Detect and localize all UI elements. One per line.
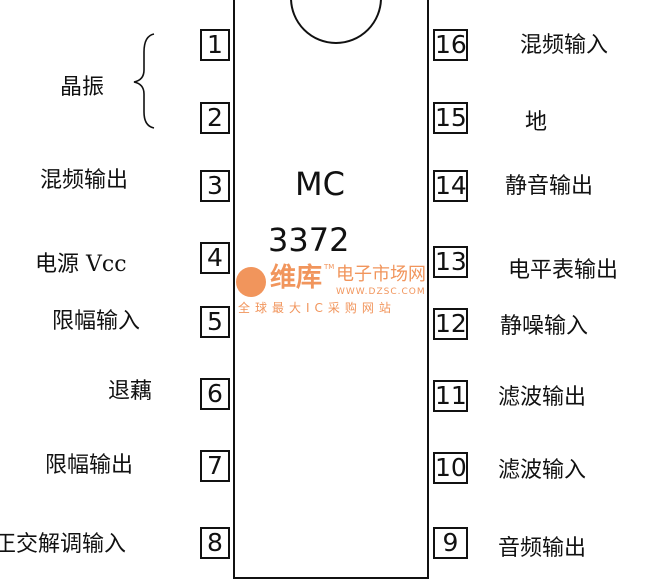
label-pin-7: 限幅输出 bbox=[45, 453, 134, 478]
watermark: 维库 TM 电子市场网 WWW.DZSC.COM 全球最大IC采购网站 bbox=[232, 263, 432, 318]
label-pin-11: 滤波输出 bbox=[498, 385, 587, 410]
pin-16: 16 bbox=[433, 29, 468, 61]
label-pin-16: 混频输入 bbox=[520, 33, 609, 58]
pin-8: 8 bbox=[200, 527, 230, 559]
label-pin-9: 音频输出 bbox=[498, 536, 587, 561]
pin-13: 13 bbox=[433, 246, 468, 278]
pin-9: 9 bbox=[433, 527, 468, 559]
pin-10: 10 bbox=[433, 452, 468, 484]
label-pin-6: 退藕 bbox=[108, 379, 153, 404]
pin-12: 12 bbox=[433, 308, 468, 340]
label-pin-15: 地 bbox=[525, 110, 548, 135]
ic-body bbox=[233, 0, 429, 579]
pin-4: 4 bbox=[200, 242, 230, 274]
watermark-slogan: 全球最大IC采购网站 bbox=[238, 301, 396, 315]
logo-icon bbox=[236, 267, 266, 297]
label-crystal: 晶振 bbox=[60, 75, 105, 100]
watermark-url: WWW.DZSC.COM bbox=[336, 287, 426, 297]
pin-2: 2 bbox=[200, 102, 230, 134]
label-pin-5: 限幅输入 bbox=[52, 309, 141, 334]
pin-14: 14 bbox=[433, 170, 468, 202]
watermark-tm: TM bbox=[324, 263, 335, 271]
chip-number: 3372 bbox=[268, 221, 350, 259]
pin-15: 15 bbox=[433, 102, 468, 134]
label-pin-14: 静音输出 bbox=[505, 174, 594, 199]
pin-7: 7 bbox=[200, 450, 230, 482]
label-pin-10: 滤波输入 bbox=[498, 458, 587, 483]
watermark-brand: 维库 bbox=[270, 263, 323, 293]
label-pin-13: 电平表输出 bbox=[508, 258, 619, 283]
label-pin-8: 正交解调输入 bbox=[0, 532, 127, 557]
label-pin-3: 混频输出 bbox=[40, 168, 129, 193]
chip-name: MC bbox=[295, 165, 345, 203]
watermark-name: 电子市场网 bbox=[336, 264, 426, 285]
pin-11: 11 bbox=[433, 380, 468, 412]
pin-5: 5 bbox=[200, 306, 230, 338]
brace-icon bbox=[133, 33, 155, 129]
pin-3: 3 bbox=[200, 170, 230, 202]
pin-6: 6 bbox=[200, 378, 230, 410]
label-pin-4: 电源 Vcc bbox=[35, 252, 127, 277]
label-pin-12: 静噪输入 bbox=[500, 314, 589, 339]
pin-1: 1 bbox=[200, 29, 230, 61]
